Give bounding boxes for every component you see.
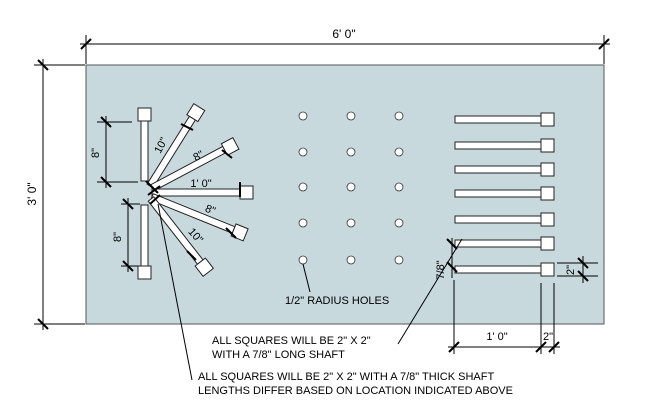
- overall-height-dimension: 3' 0": [25, 59, 85, 330]
- notes: 1/2" RADIUS HOLES ALL SQUARES WILL BE 2"…: [157, 203, 513, 397]
- square-size-bottom-label: 2": [543, 331, 553, 343]
- hole: [298, 218, 308, 228]
- hole: [346, 147, 356, 157]
- lower-8-label: 8": [203, 203, 217, 218]
- fan-peg-8-upper: [149, 136, 240, 192]
- hole-grid: [298, 111, 404, 265]
- gap-label: 7/8": [435, 260, 447, 279]
- hole: [298, 182, 308, 192]
- holes-note: 1/2" RADIUS HOLES: [285, 295, 389, 307]
- hole: [346, 218, 356, 228]
- fan-peg-10-lower: [147, 196, 215, 277]
- upper-fan-height-label: 8": [90, 148, 102, 158]
- hole: [394, 111, 404, 121]
- hole: [298, 111, 308, 121]
- hole: [346, 182, 356, 192]
- row-peg: [454, 262, 555, 277]
- overall-width-label: 6' 0": [332, 27, 355, 41]
- hole: [346, 255, 356, 265]
- hole: [394, 182, 404, 192]
- square-size-right-label: 2": [565, 265, 577, 275]
- shafts-note-line2: LENGTHS DIFFER BASED ON LOCATION INDICAT…: [198, 385, 513, 397]
- fan-dimensions: 8" 8" 10" 8" 1' 0" 8" 10": [90, 116, 241, 272]
- lower-fan-height-label: 8": [112, 232, 124, 242]
- hole: [394, 255, 404, 265]
- row-peg: [454, 186, 555, 201]
- overall-height-label: 3' 0": [25, 182, 39, 205]
- row-peg: [454, 236, 555, 251]
- squares-note-line1: ALL SQUARES WILL BE 2" X 2": [212, 335, 371, 347]
- horizontal-1ft-label: 1' 0": [190, 178, 211, 190]
- overall-width-dimension: 6' 0": [80, 27, 610, 64]
- shafts-note-line1: ALL SQUARES WILL BE 2" X 2" WITH A 7/8" …: [198, 371, 494, 383]
- hole: [394, 147, 404, 157]
- row-peg: [454, 138, 555, 153]
- hole: [298, 147, 308, 157]
- hole: [298, 255, 308, 265]
- row-pegs: [454, 112, 555, 277]
- row-dimensions: 7/8" 2" 1' 0" 2": [435, 238, 598, 354]
- fan-peg-vertical-lower: [137, 204, 152, 280]
- squares-note-line2: WITH A 7/8" LONG SHAFT: [212, 349, 345, 361]
- fan-peg-vertical-upper: [137, 107, 152, 182]
- row-length-label: 1' 0": [486, 331, 507, 343]
- row-peg: [454, 112, 555, 127]
- hole: [346, 111, 356, 121]
- row-peg: [454, 162, 555, 177]
- hole: [394, 218, 404, 228]
- row-peg: [454, 212, 555, 227]
